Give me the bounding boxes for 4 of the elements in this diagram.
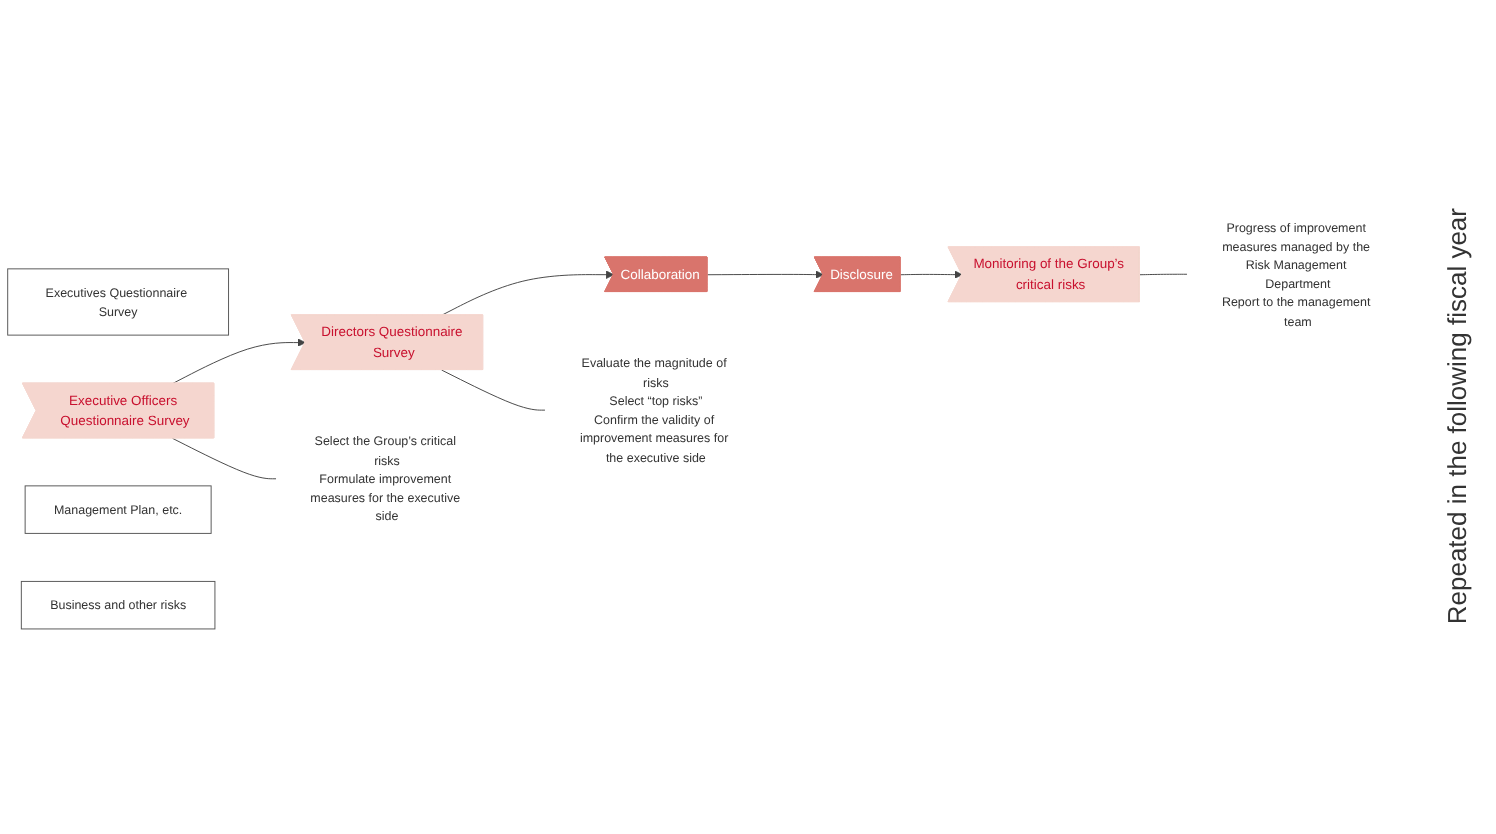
connector (441, 370, 546, 412)
connector (1139, 274, 1188, 276)
note-text: Repeated in the following fiscal year (1441, 208, 1471, 626)
connector (172, 438, 278, 480)
